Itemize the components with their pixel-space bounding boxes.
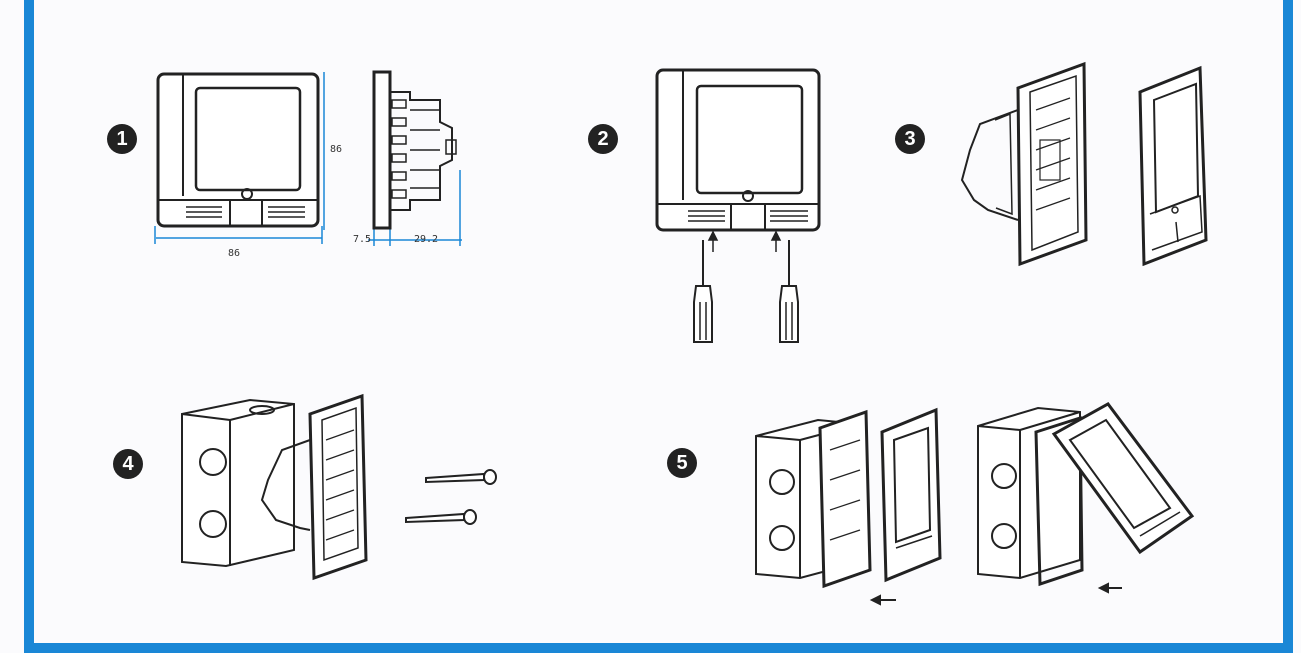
step2-screwdriver-right (779, 240, 799, 343)
frame-border-right (1283, 0, 1293, 653)
dim-height-label: 86 (330, 144, 342, 155)
frame-border-left (24, 0, 34, 653)
step5-arrow-right (1097, 582, 1122, 594)
step-badge-3: 3 (895, 124, 925, 154)
step3-back-plate (960, 61, 1088, 267)
dim-depth-front-label: 7.5 (353, 234, 371, 245)
frame-border-bottom (24, 643, 1293, 653)
step-badge-4: 4 (113, 449, 143, 479)
step5-panel-left (880, 407, 942, 583)
step-badge-5: 5 (667, 448, 697, 478)
step4-screw-top (425, 469, 497, 485)
step5-panel-right-tilted (1051, 402, 1195, 555)
step5-arrow-left (869, 594, 896, 606)
step4-junction-box (181, 398, 295, 568)
step5-plate-left (818, 409, 872, 589)
step-badge-1: 1 (107, 124, 137, 154)
step4-screw-bottom (405, 509, 477, 525)
step-badge-2: 2 (588, 124, 618, 154)
step1-dimension-lines (154, 72, 462, 246)
step1-front-view (156, 72, 320, 228)
step2-front-view (655, 68, 821, 232)
step1-side-view (372, 70, 457, 230)
step2-screwdriver-left (693, 240, 713, 343)
step5-box-right (977, 406, 1084, 587)
dim-depth-back-label: 29.2 (414, 234, 438, 245)
step2-arrows (707, 230, 782, 252)
step4-back-plate (260, 393, 368, 581)
step3-front-panel (1138, 65, 1208, 267)
dim-width-label: 86 (228, 248, 240, 259)
